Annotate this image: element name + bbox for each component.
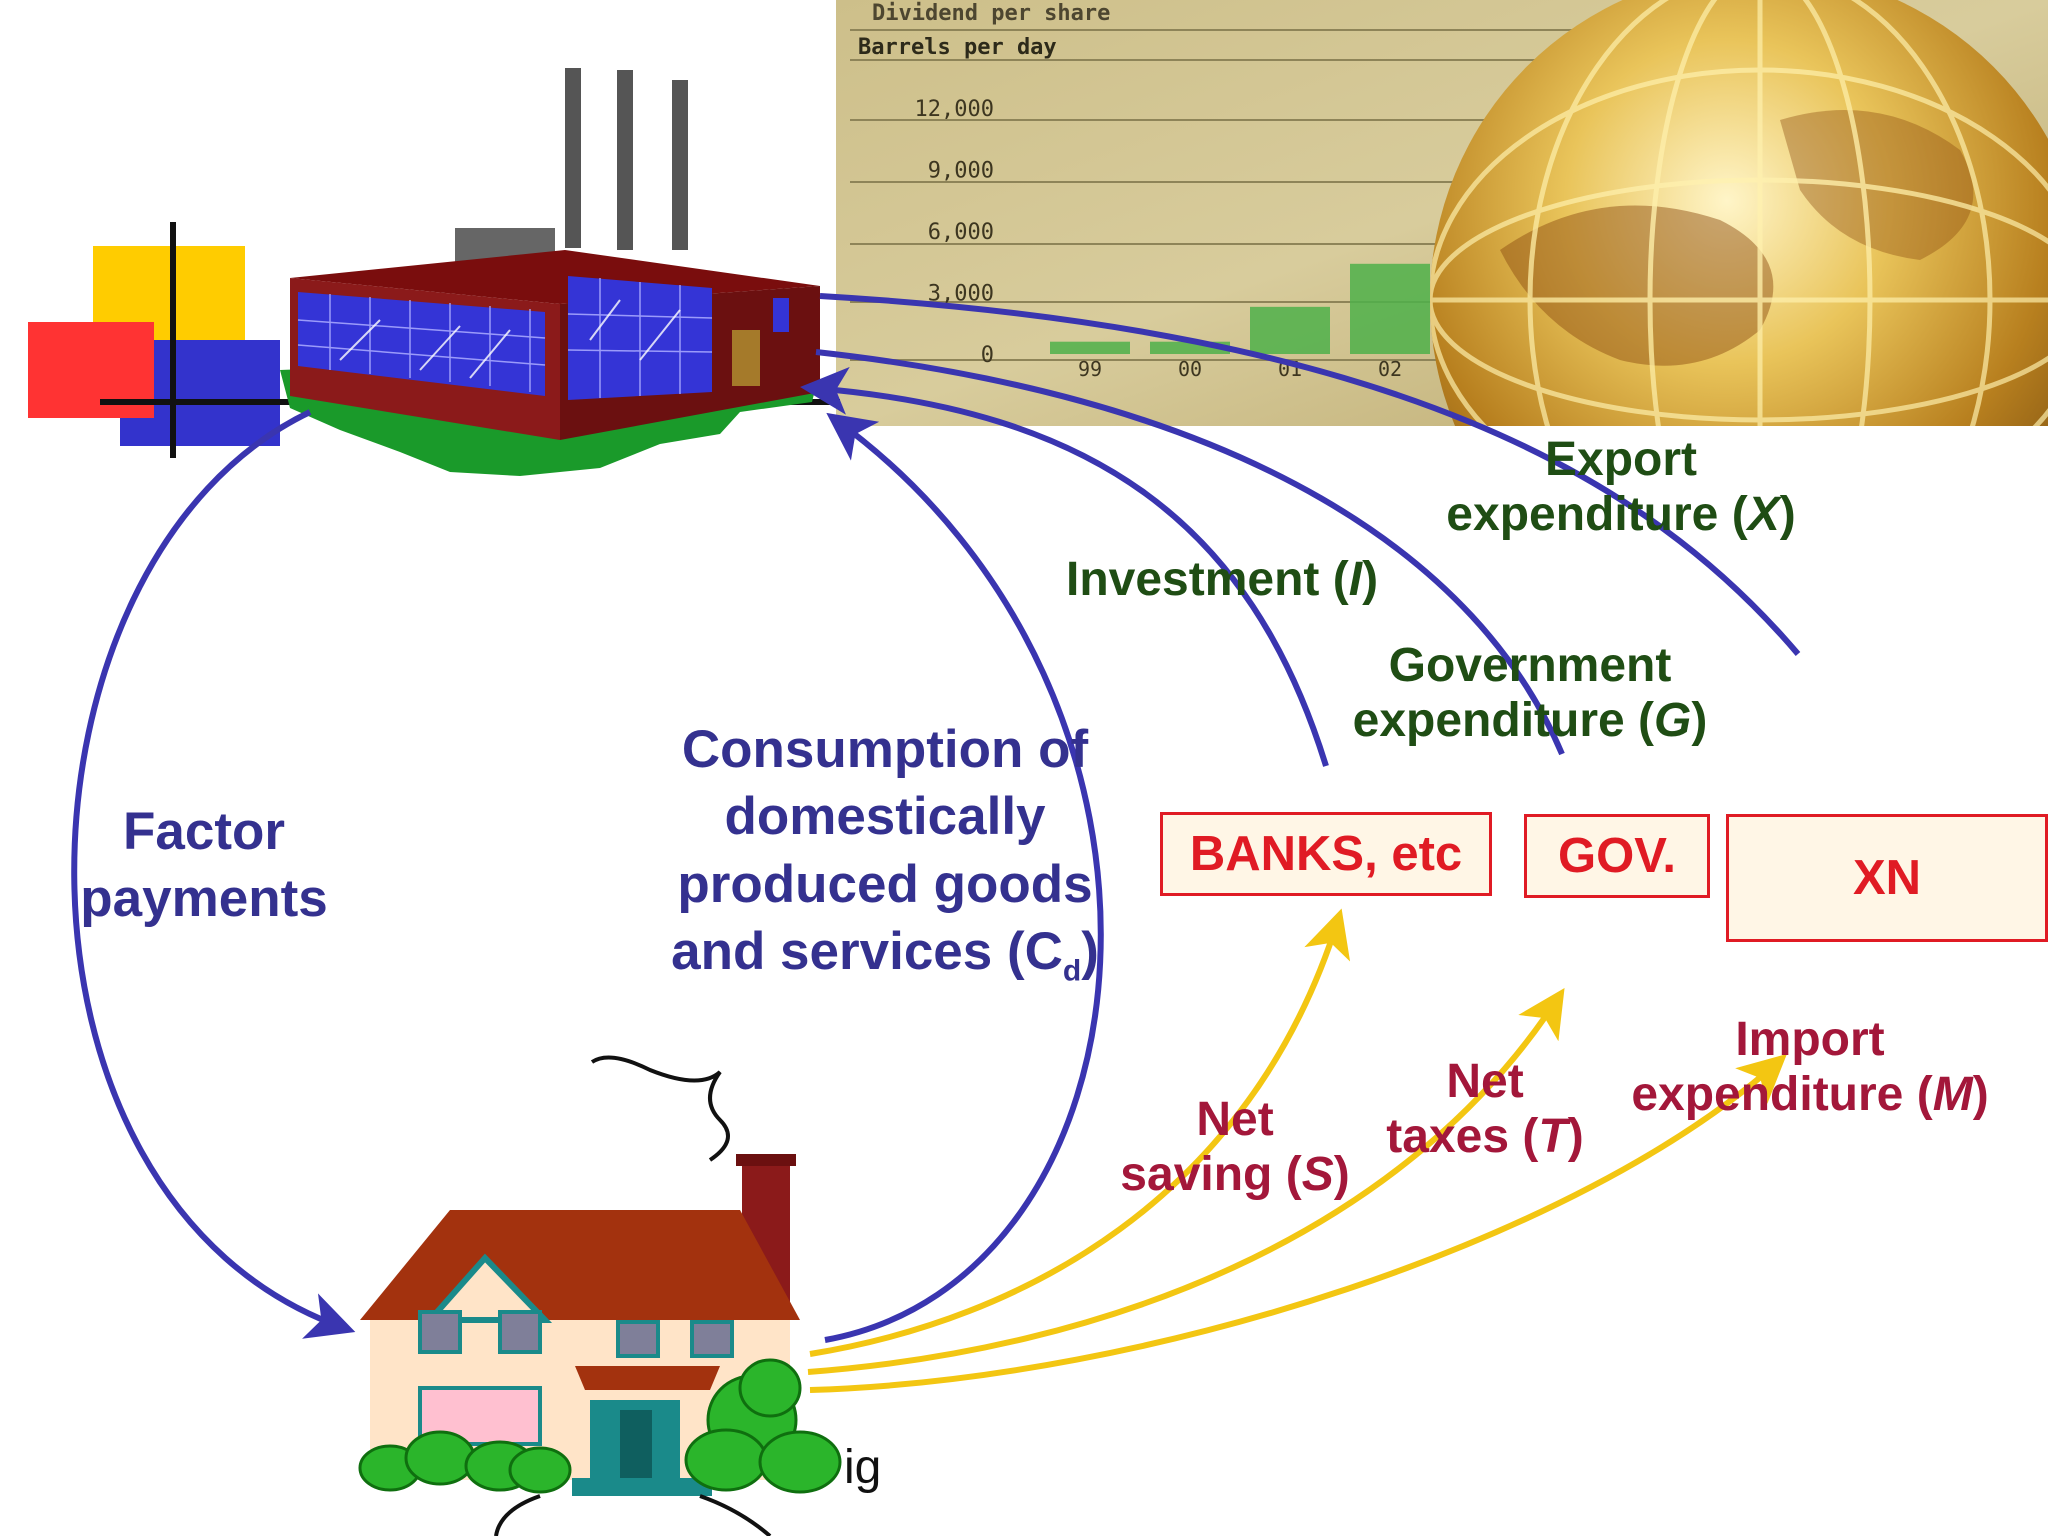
factor-payments-arrow (71, 409, 356, 1339)
investment-label: Investment (I) (1066, 553, 1379, 606)
export-arrow (819, 293, 1801, 656)
taxes-label: Net taxes (T) (1386, 1055, 1584, 1164)
imports-arrow (809, 1053, 1787, 1393)
photo-x-tick: 02 (1378, 357, 1402, 381)
photo-y-tick: 6,000 (928, 220, 994, 245)
banks-box: BANKS, etc (1160, 812, 1492, 896)
photo-bar (1250, 306, 1330, 354)
investment-arrow (800, 366, 1329, 767)
government-label: Government expenditure (G) (1352, 639, 1708, 748)
photo-y-tick: 0 (981, 343, 994, 368)
photo-x-tick: 99 (1078, 357, 1102, 381)
taxes-arrow (807, 987, 1565, 1375)
photo-row-dividend: Dividend per share (872, 1, 1110, 26)
saving-arrow (809, 908, 1351, 1357)
export-label: Export expenditure (X) (1446, 433, 1796, 542)
photo-bar (1350, 263, 1430, 354)
photo-x-tick: 00 (1178, 357, 1202, 381)
photo-y-tick: 9,000 (928, 159, 994, 184)
consumption-label: Consumption of domestically produced goo… (671, 720, 1099, 988)
consumption-arrow (824, 412, 1104, 1343)
photo-row-barrels: Barrels per day (858, 35, 1057, 60)
factor-payments-label: Factor payments (80, 802, 328, 929)
figure-caption-fragment: ig (844, 1441, 882, 1494)
government-arrow (815, 349, 1565, 756)
photo-bar (1050, 341, 1130, 354)
government-box: GOV. (1524, 814, 1710, 898)
net-exports-box: XN (1726, 814, 2048, 942)
photo-y-tick: 12,000 (915, 97, 994, 122)
imports-label: Import expenditure (M) (1631, 1013, 1989, 1122)
saving-label: Net saving (S) (1120, 1093, 1350, 1202)
